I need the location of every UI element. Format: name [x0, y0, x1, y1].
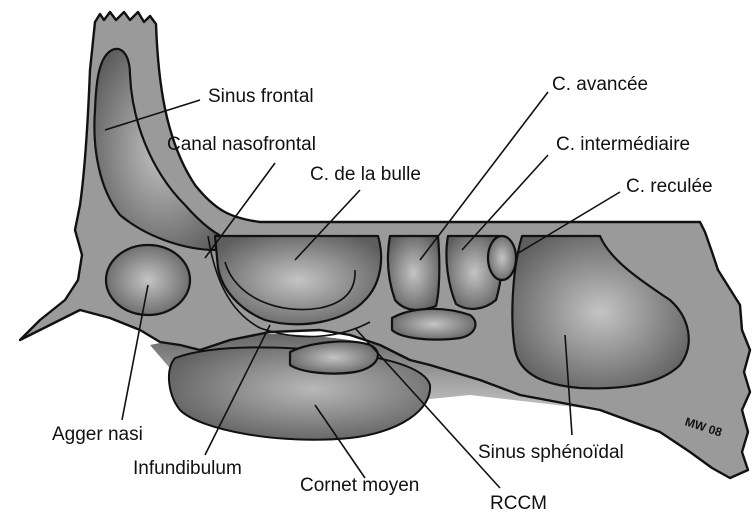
label-c-de-la-bulle: C. de la bulle — [310, 164, 421, 185]
c-avancee-cavity — [388, 236, 439, 310]
label-infundibulum: Infundibulum — [133, 458, 242, 479]
posterior-lower-cell — [392, 309, 475, 340]
label-sinus-sphenoidal: Sinus sphénoïdal — [478, 442, 624, 463]
label-c-avancee: C. avancée — [552, 74, 648, 95]
label-c-reculee: C. reculée — [626, 176, 713, 197]
label-sinus-frontal: Sinus frontal — [208, 86, 314, 107]
retrobullar-cavity — [290, 341, 378, 373]
label-c-intermediaire: C. intermédiaire — [556, 134, 690, 155]
label-agger-nasi: Agger nasi — [52, 424, 143, 445]
label-rccm: RCCM — [490, 493, 547, 514]
agger-nasi-cavity — [106, 245, 190, 315]
c-reculee-cavity — [488, 236, 516, 280]
label-canal-nasofrontal: Canal nasofrontal — [167, 134, 316, 155]
label-cornet-moyen: Cornet moyen — [300, 475, 419, 496]
